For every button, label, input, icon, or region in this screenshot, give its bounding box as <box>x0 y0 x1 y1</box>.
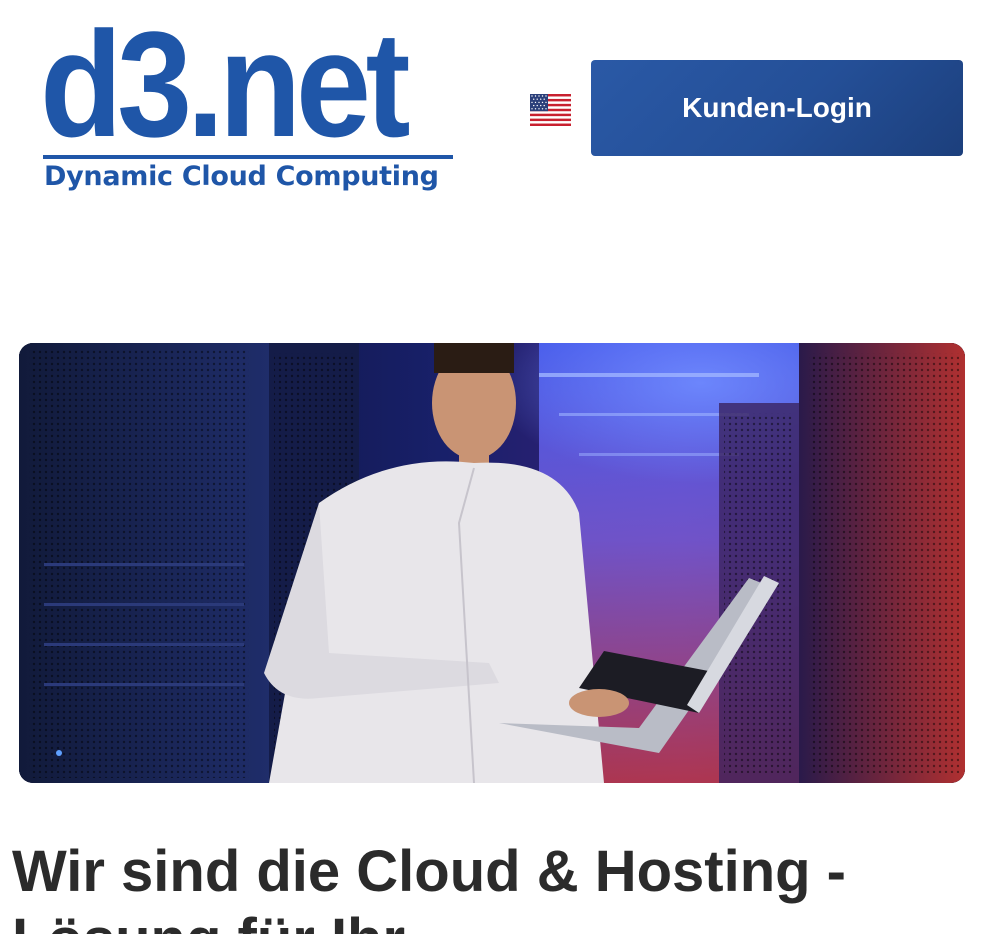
page-headline: Wir sind die Cloud & Hosting - Lösung fü… <box>12 838 982 934</box>
logo-wordmark: d3.net <box>40 0 411 168</box>
hero-image <box>19 343 965 783</box>
us-flag-icon[interactable] <box>530 94 571 126</box>
headline-line-2: Lösung für Ihr <box>12 906 982 934</box>
site-logo[interactable]: d3.net Dynamic Cloud Computing <box>40 0 458 200</box>
logo-divider <box>43 155 453 159</box>
customer-login-button[interactable]: Kunden-Login <box>591 60 963 156</box>
logo-tagline: Dynamic Cloud Computing <box>44 161 439 192</box>
headline-line-1: Wir sind die Cloud & Hosting - <box>12 839 846 904</box>
